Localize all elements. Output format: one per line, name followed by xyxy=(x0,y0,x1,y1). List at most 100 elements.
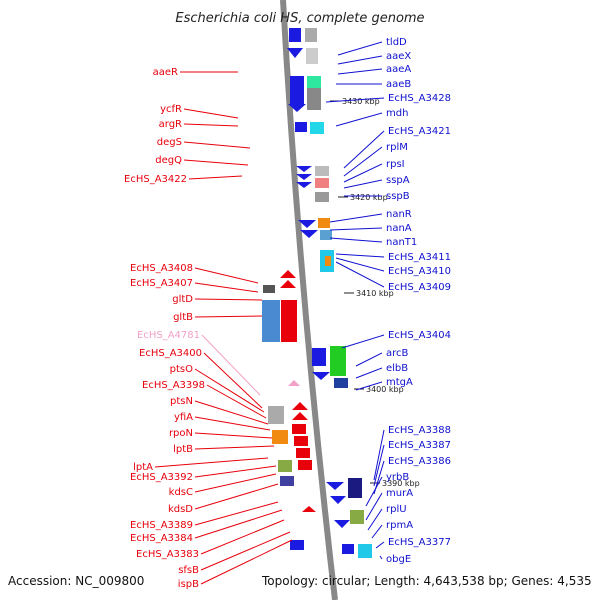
gene-label-EcHS_A3422: EcHS_A3422 xyxy=(124,174,187,185)
left-leader-line xyxy=(194,483,279,510)
gene-label-murA: murA xyxy=(386,488,413,499)
kbp-tick-label: 3390 kbp xyxy=(382,479,420,488)
left-leader-line xyxy=(201,334,261,396)
gene-label-aaeR: aaeR xyxy=(153,67,178,78)
right-leader-line xyxy=(367,508,383,531)
left-leader-line xyxy=(194,368,265,413)
gene-label-kdsD: kdsD xyxy=(168,504,193,515)
kbp-tick-label: 3400 kbp xyxy=(366,385,404,394)
left-leader-line xyxy=(194,282,259,293)
right-leader-line xyxy=(355,381,383,391)
gene-label-ptsO: ptsO xyxy=(170,364,193,375)
left-leader-line xyxy=(200,519,285,555)
gene-label-EcHS_A3409: EcHS_A3409 xyxy=(388,282,451,293)
accession-text: Accession: NC_009800 xyxy=(8,574,144,588)
right-leader-line xyxy=(343,146,383,177)
genome-backbone xyxy=(280,0,338,600)
left-leader-line xyxy=(194,445,275,450)
gene-label-rpoN: rpoN xyxy=(169,428,193,439)
right-leader-line xyxy=(341,334,385,349)
right-leader-line xyxy=(329,227,383,231)
left-leader-line xyxy=(194,400,269,425)
left-leader-line xyxy=(154,457,269,468)
left-leader-line xyxy=(194,473,277,493)
gene-label-tldD: tldD xyxy=(386,37,407,48)
gene-label-rplU: rplU xyxy=(386,504,407,515)
left-leader-line xyxy=(194,315,263,318)
right-leader-line xyxy=(371,524,383,539)
gene-label-nanT1: nanT1 xyxy=(386,237,417,248)
gene-label-EcHS_A3392: EcHS_A3392 xyxy=(130,472,193,483)
right-leader-line xyxy=(335,112,383,127)
topology-text: Topology: circular; Length: 4,643,538 bp… xyxy=(261,574,592,588)
gene-label-EcHS_A3386: EcHS_A3386 xyxy=(388,456,451,467)
gene-label-nanR: nanR xyxy=(386,209,412,220)
right-leader-line xyxy=(337,41,383,56)
gene-label-nanA: nanA xyxy=(386,223,412,234)
left-leader-line xyxy=(183,123,239,127)
gene-label-sspB: sspB xyxy=(386,191,410,202)
gene-label-EcHS_A3398: EcHS_A3398 xyxy=(142,380,205,391)
left-leader-line xyxy=(188,175,243,180)
left-leader-line xyxy=(194,501,279,526)
gene-label-EcHS_A4781: EcHS_A4781 xyxy=(137,330,200,341)
right-leader-line xyxy=(325,97,385,103)
gene-label-rplM: rplM xyxy=(386,142,408,153)
gene-label-sfsB: sfsB xyxy=(178,565,199,576)
gene-label-EcHS_A3407: EcHS_A3407 xyxy=(130,278,193,289)
gene-label-EcHS_A3377: EcHS_A3377 xyxy=(388,537,451,548)
left-leader-line xyxy=(194,298,263,301)
gene-label-aaeX: aaeX xyxy=(386,51,411,62)
right-leader-line xyxy=(343,130,385,169)
gene-label-degQ: degQ xyxy=(155,155,182,166)
right-leader-line xyxy=(335,261,385,288)
gene-label-gltB: gltB xyxy=(173,312,193,323)
gene-label-mtgA: mtgA xyxy=(386,377,413,388)
map-title: Escherichia coli HS, complete genome xyxy=(175,11,424,26)
left-leader-line xyxy=(183,108,239,119)
gene-label-yrbB: yrbB xyxy=(386,472,409,483)
gene-label-mdh: mdh xyxy=(386,108,408,119)
right-leader-line xyxy=(329,213,383,223)
right-leader-line xyxy=(329,237,383,243)
right-leader-line xyxy=(337,68,383,75)
gene-label-obgE: obgE xyxy=(386,554,411,565)
right-leader-line xyxy=(337,55,383,65)
left-leader-line xyxy=(206,384,267,419)
left-leader-line xyxy=(203,352,263,409)
gene-label-aaeA: aaeA xyxy=(386,64,411,75)
gene-label-EcHS_A3411: EcHS_A3411 xyxy=(388,252,451,263)
right-leader-line xyxy=(375,541,385,549)
gene-label-EcHS_A3408: EcHS_A3408 xyxy=(130,263,193,274)
left-leader-line xyxy=(183,159,249,166)
left-leader-line xyxy=(194,432,273,439)
right-leader-line xyxy=(343,163,383,183)
left-leader-line xyxy=(194,416,271,431)
left-leader-line xyxy=(183,141,251,149)
left-leader-line xyxy=(194,267,259,284)
right-leader-line xyxy=(343,179,383,189)
left-gene-labels: aaeRycfRargRdegSdegQEcHS_A3422EcHS_A3408… xyxy=(124,67,293,590)
gene-label-aaeB: aaeB xyxy=(386,79,411,90)
gene-label-yfiA: yfiA xyxy=(174,412,193,423)
gene-label-EcHS_A3388: EcHS_A3388 xyxy=(388,425,451,436)
gene-label-kdsC: kdsC xyxy=(169,487,193,498)
gene-label-lptA: lptA xyxy=(133,462,153,473)
right-leader-line xyxy=(373,444,385,487)
right-leader-line xyxy=(379,555,383,560)
gene-label-ycfR: ycfR xyxy=(160,104,182,115)
gene-label-EcHS_A3404: EcHS_A3404 xyxy=(388,330,451,341)
kbp-tick-label: 3420 kbp xyxy=(350,193,388,202)
gene-label-EcHS_A3428: EcHS_A3428 xyxy=(388,93,451,104)
kbp-tick-label: 3430 kbp xyxy=(342,97,380,106)
gene-tracks xyxy=(262,28,372,558)
gene-label-lptB: lptB xyxy=(173,444,193,455)
right-leader-line xyxy=(335,257,385,272)
gene-label-ispB: ispB xyxy=(178,579,199,590)
gene-label-rpsI: rpsI xyxy=(386,159,405,170)
gene-label-argR: argR xyxy=(159,119,182,130)
gene-label-arcB: arcB xyxy=(386,348,409,359)
gene-label-gltD: gltD xyxy=(172,294,193,305)
gene-label-EcHS_A3383: EcHS_A3383 xyxy=(136,549,199,560)
